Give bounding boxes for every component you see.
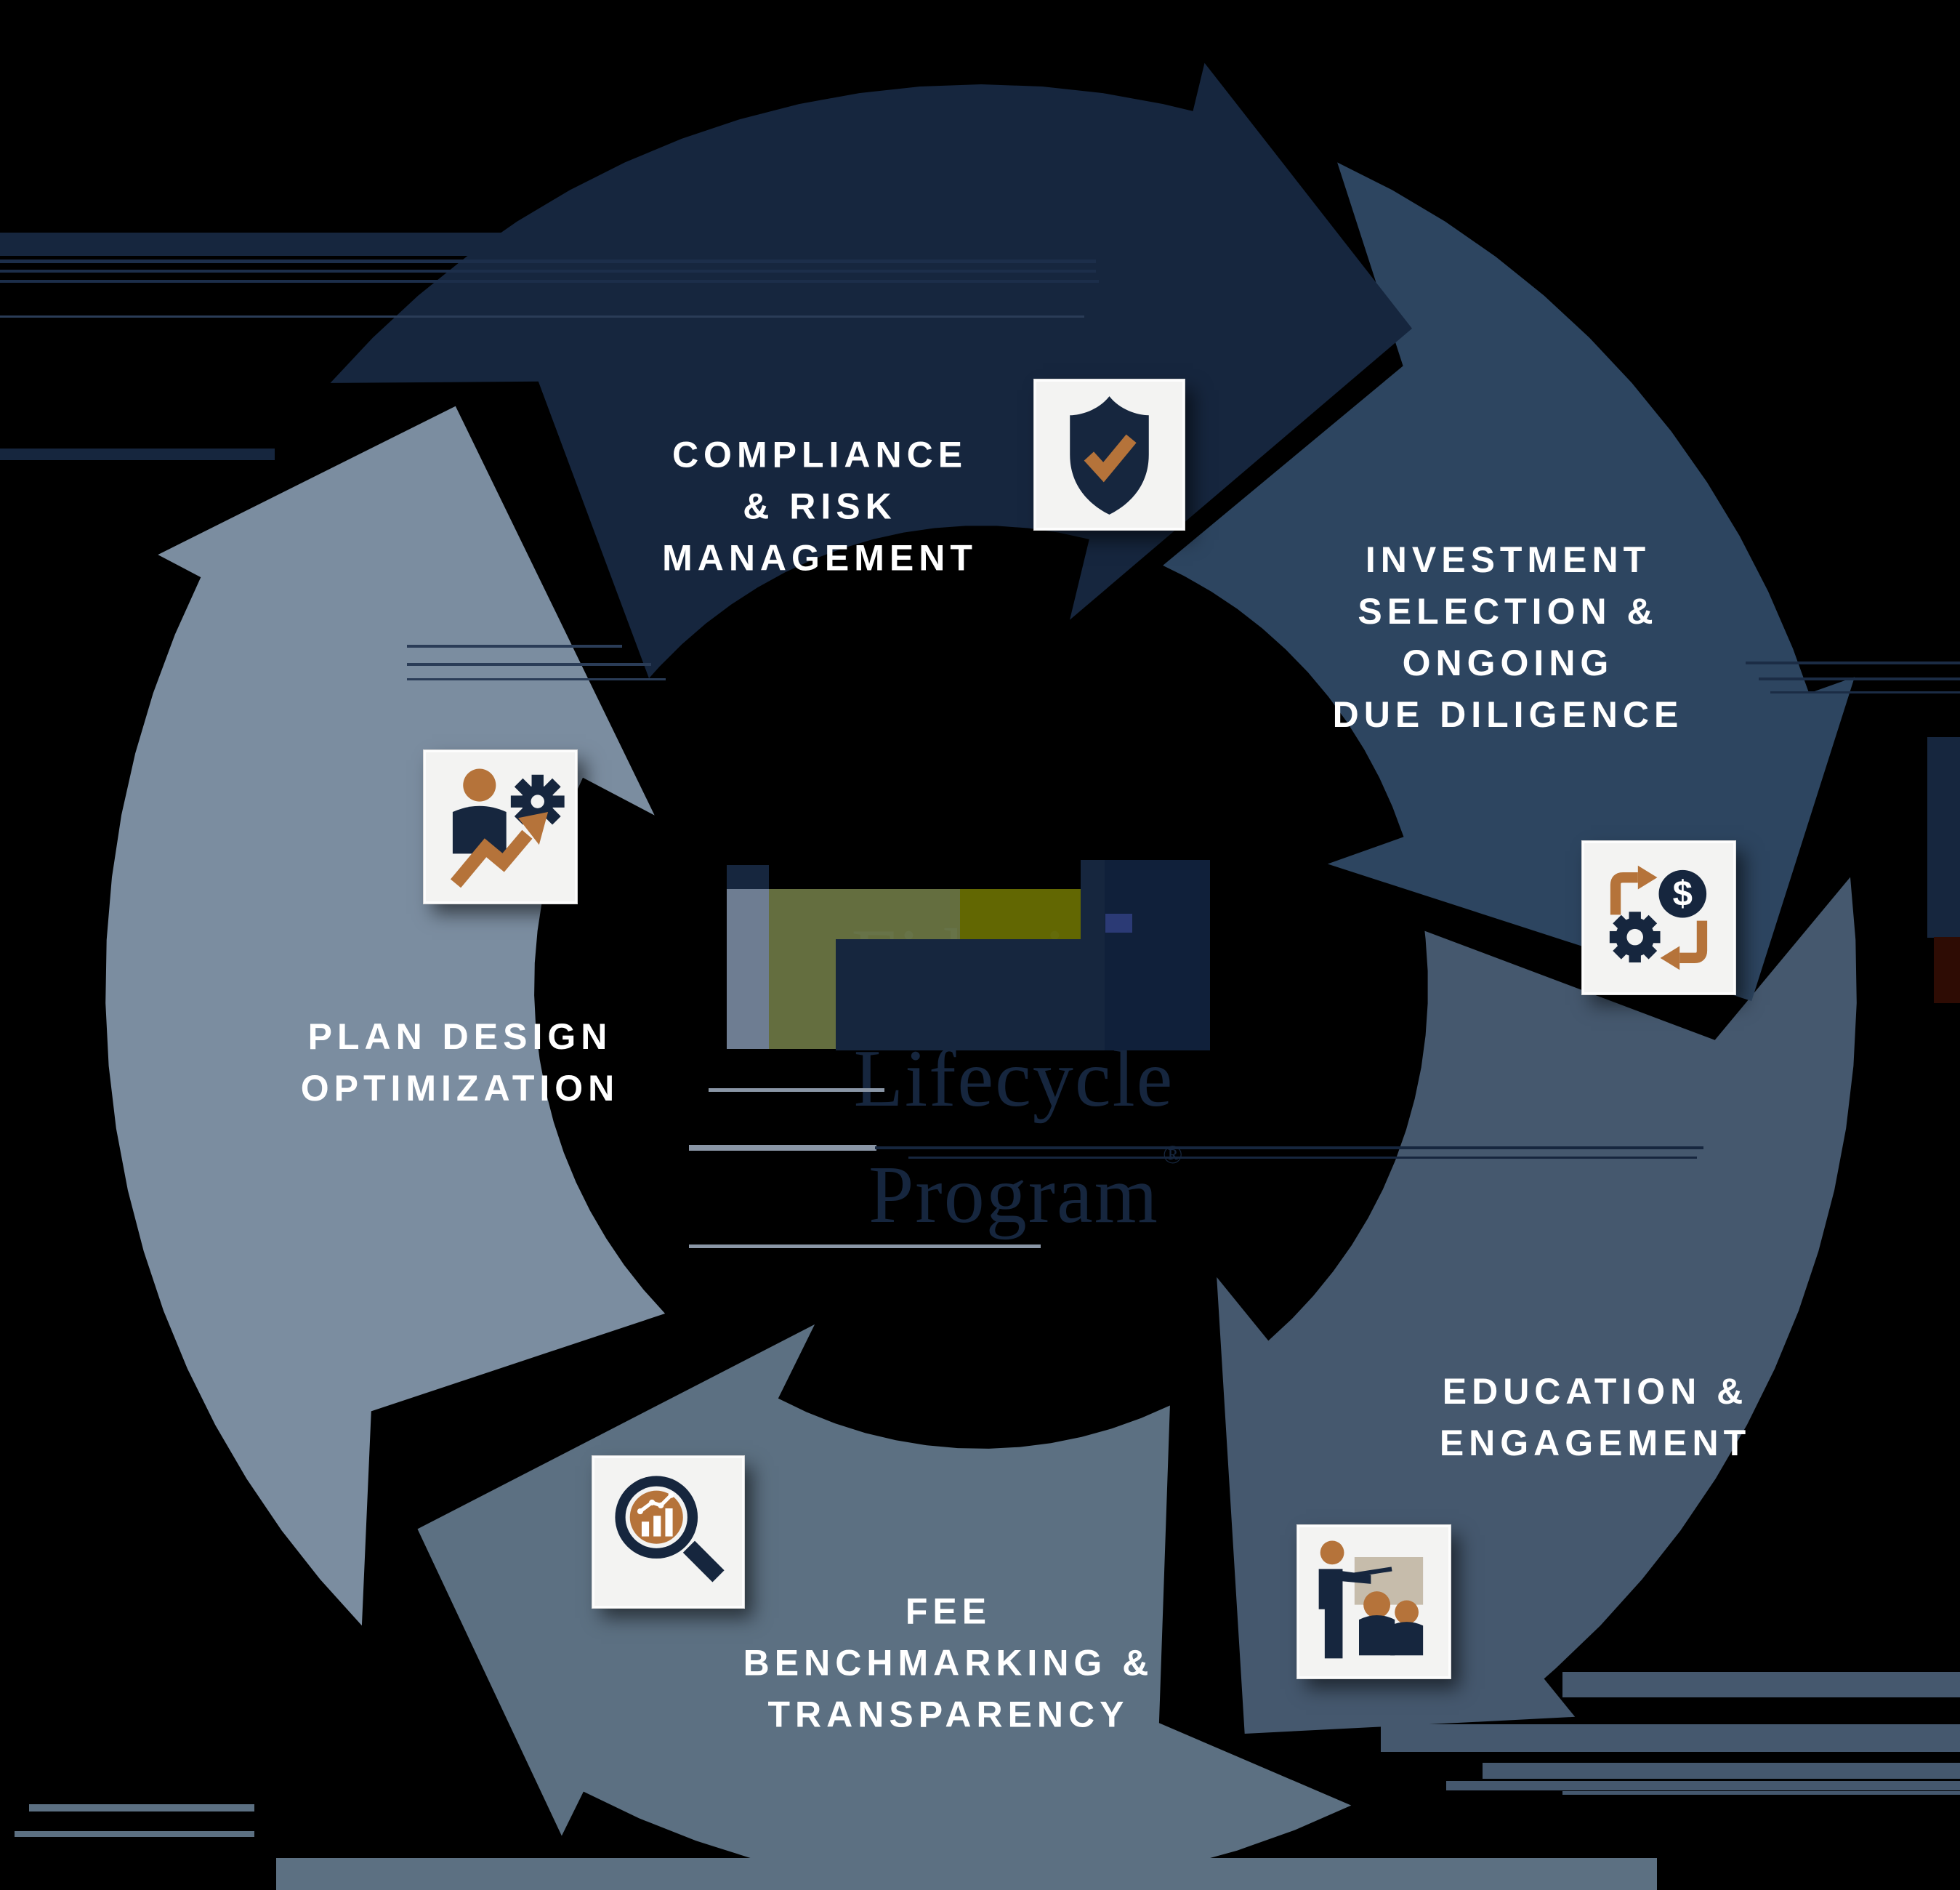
segment-label-line: MANAGEMENT: [662, 537, 977, 579]
segment-label-line: EDUCATION &: [1442, 1371, 1749, 1412]
segment-label-line: INVESTMENT: [1365, 539, 1651, 580]
segment-label-line: BENCHMARKING &: [743, 1642, 1154, 1684]
education-icon-card: [1296, 1524, 1451, 1679]
gear-dollar-cycle-icon: $: [1609, 865, 1708, 970]
segment-label-line: & RISK: [743, 486, 897, 527]
segment-label-investment-selection: INVESTMENT SELECTION & ONGOING DUE DILIGENC…: [1333, 534, 1684, 741]
segment-arrow-investment-selection-due-diligence: [1163, 162, 1855, 1002]
compliance-icon-card: [1033, 379, 1185, 531]
investment-icon-card: $: [1581, 840, 1736, 995]
segment-label-fee-benchmarking: FEE BENCHMARKING & TRANSPARENCY: [743, 1586, 1154, 1741]
segment-label-line: PLAN DESIGN: [307, 1016, 613, 1057]
logo-word-lifecycle: Lifecycle: [853, 1034, 1174, 1124]
segment-label-plan-design-optimization: PLAN DESIGN OPTIMIZATION: [301, 1011, 620, 1114]
segment-label-line: FEE: [905, 1591, 992, 1632]
plan-design-icon-card: [423, 749, 578, 904]
registered-trademark-symbol: ®: [1163, 1140, 1183, 1169]
logo-word-program: Program: [868, 1150, 1159, 1240]
svg-text:$: $: [1673, 874, 1693, 914]
segment-label-line: OPTIMIZATION: [300, 1068, 620, 1109]
segment-label-line: DUE DILIGENCE: [1332, 694, 1684, 735]
person-gear-growth-icon: [450, 768, 565, 888]
segment-label-line: TRANSPARENCY: [767, 1694, 1129, 1735]
segment-arrow-education-engagement: [1217, 877, 1857, 1734]
segment-label-compliance-risk-management: COMPLIANCE & RISK MANAGEMENT: [662, 430, 977, 584]
segment-label-education-engagement: EDUCATION & ENGAGEMENT: [1440, 1366, 1751, 1469]
fee-icon-card: [592, 1455, 745, 1609]
segment-label-line: SELECTION &: [1358, 591, 1658, 632]
segment-label-line: ONGOING: [1402, 643, 1614, 683]
logo-word-fiduciary: Fiduciary: [851, 913, 1177, 1003]
shield-check-icon: [1070, 396, 1149, 515]
segment-arrow-plan-design-optimization: [105, 406, 666, 1626]
segment-label-line: ENGAGEMENT: [1439, 1423, 1751, 1463]
presentation-icon: [1318, 1540, 1424, 1659]
magnifier-chart-icon: [615, 1476, 725, 1583]
segment-label-line: COMPLIANCE: [672, 434, 968, 475]
